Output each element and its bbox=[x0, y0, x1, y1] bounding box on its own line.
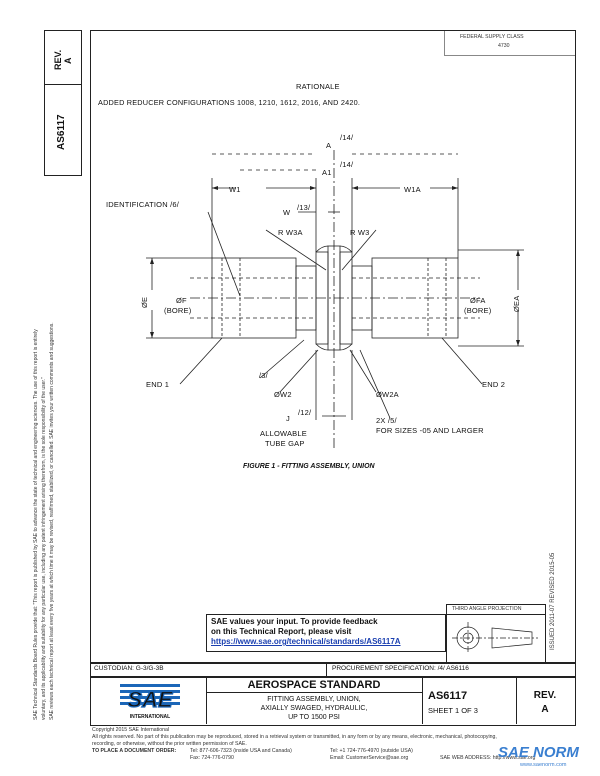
footer-tel-1: Tel: 877-606-7323 (inside USA and Canada… bbox=[190, 748, 292, 754]
dim-label-phi-w2a: ØW2A bbox=[376, 390, 399, 399]
end2-label: END 2 bbox=[482, 380, 506, 389]
projection-symbol bbox=[452, 622, 538, 654]
supply-class-line1: FEDERAL SUPPLY CLASS bbox=[460, 34, 524, 40]
margin-statement-2: voluntary, and its applicability and sui… bbox=[41, 377, 47, 720]
footer-web-address[interactable]: SAE WEB ADDRESS: http://www.sae.org bbox=[440, 755, 536, 761]
custodian-divider bbox=[326, 662, 327, 676]
title-block-divider-2 bbox=[422, 676, 423, 724]
custodian-text: CUSTODIAN: G-3/G-3B bbox=[94, 665, 164, 672]
dim-label-phi-fa: ØFA bbox=[470, 296, 486, 305]
fitting-assembly-drawing bbox=[146, 150, 524, 450]
rationale-title: RATIONALE bbox=[296, 82, 340, 91]
sae-logo: SAE INTERNATIONAL bbox=[120, 684, 180, 720]
footer-copyright: Copyright 2015 SAE International bbox=[92, 727, 169, 733]
note-2x-label: 2X /5/ bbox=[376, 416, 397, 425]
supply-class-line2: 4730 bbox=[498, 43, 510, 49]
radius-w3-label: R W3 bbox=[350, 228, 370, 237]
title-sheet: SHEET 1 OF 3 bbox=[428, 706, 478, 715]
figure-caption: FIGURE 1 - FITTING ASSEMBLY, UNION bbox=[243, 463, 375, 470]
margin-statement-3: SAE reviews each technical report at lea… bbox=[49, 322, 55, 720]
sae-logo-subtitle: INTERNATIONAL bbox=[130, 714, 170, 720]
footer-email[interactable]: Email: CustomerService@sae.org bbox=[330, 755, 409, 761]
title-rev-label: REV. bbox=[533, 690, 557, 701]
projection-box bbox=[446, 604, 546, 664]
drawing-frame bbox=[90, 30, 576, 664]
dim-label-phi-ea: ØEA bbox=[512, 295, 521, 312]
dim-label-w1: W1 bbox=[229, 185, 241, 194]
left-doc-number: AS6117 bbox=[56, 114, 67, 150]
sae-logo-text: SAE bbox=[127, 687, 174, 712]
left-rev-label: REV. bbox=[53, 49, 63, 70]
identification-note: IDENTIFICATION /6/ bbox=[106, 200, 180, 209]
bore-left-label: (BORE) bbox=[164, 306, 192, 315]
watermark-logo: SAE NORM bbox=[498, 744, 579, 761]
dim-note-w: /13/ bbox=[297, 203, 311, 212]
dim-label-phi-f: ØF bbox=[176, 296, 187, 305]
left-header-frame bbox=[44, 30, 82, 176]
dim-label-j: J bbox=[286, 414, 290, 423]
title-line3: UP TO 1500 PSI bbox=[288, 714, 340, 721]
dim-note-j: /12/ bbox=[298, 408, 312, 417]
left-rev-value: A bbox=[63, 57, 73, 65]
title-rev-value: A bbox=[541, 704, 549, 715]
tube-gap-label-2: TUBE GAP bbox=[265, 439, 305, 448]
footer-order-label: TO PLACE A DOCUMENT ORDER: bbox=[92, 748, 177, 754]
watermark-text: SAE NORM bbox=[498, 744, 579, 761]
dim-label-phi-w2: ØW2 bbox=[274, 390, 292, 399]
feedback-line2: on this Technical Report, please visit bbox=[211, 627, 352, 636]
feedback-link[interactable]: https://www.sae.org/technical/standards/… bbox=[211, 637, 401, 646]
title-heading: AEROSPACE STANDARD bbox=[247, 679, 381, 691]
custodian-row bbox=[90, 662, 576, 678]
title-doc-number: AS6117 bbox=[428, 690, 468, 702]
title-block bbox=[90, 676, 576, 726]
footer-rights-2: recording, or otherwise, without the pri… bbox=[92, 741, 247, 747]
title-block-divider-1 bbox=[206, 676, 207, 724]
title-line2: AXIALLY SWAGED, HYDRAULIC, bbox=[260, 705, 368, 712]
rationale-text: ADDED REDUCER CONFIGURATIONS 1008, 1210,… bbox=[98, 98, 361, 107]
dim-note-a: /14/ bbox=[340, 133, 354, 142]
tube-gap-label-1: ALLOWABLE bbox=[260, 429, 307, 438]
dim-label-w: W bbox=[283, 208, 291, 217]
bore-right-label: (BORE) bbox=[464, 306, 492, 315]
issue-date-stamp: ISSUED 2011-07 REVISED 2015-05 bbox=[550, 552, 556, 650]
margin-statement-1: SAE Technical Standards Board Rules prov… bbox=[33, 329, 39, 720]
note-3-label: /3/ bbox=[259, 371, 268, 380]
footer-fax: Fax: 724-776-0790 bbox=[190, 755, 234, 761]
dim-label-a1: A1 bbox=[322, 168, 332, 177]
note-sizes-label: FOR SIZES -05 AND LARGER bbox=[376, 426, 484, 435]
projection-divider bbox=[446, 614, 545, 615]
title-block-divider-3 bbox=[516, 676, 517, 724]
dim-label-w1a: W1A bbox=[404, 185, 421, 194]
title-heading-underline bbox=[206, 692, 422, 693]
dim-label-a: A bbox=[326, 141, 332, 150]
watermark-url: www.saenorm.com bbox=[520, 762, 567, 768]
left-header-divider bbox=[44, 84, 81, 85]
footer-rights-1: All rights reserved. No part of this pub… bbox=[92, 734, 497, 740]
feedback-line1: SAE values your input. To provide feedba… bbox=[211, 617, 378, 626]
footer-tel-2: Tel: +1 724-776-4970 (outside USA) bbox=[330, 748, 413, 754]
dim-note-a1: /14/ bbox=[340, 160, 354, 169]
procurement-spec: PROCUREMENT SPECIFICATION: /4/ AS6116 bbox=[332, 665, 469, 672]
radius-w3a-label: R W3A bbox=[278, 228, 303, 237]
title-line1: FITTING ASSEMBLY, UNION, bbox=[267, 696, 361, 703]
feedback-box bbox=[206, 614, 446, 652]
dim-label-phi-e: ØE bbox=[140, 296, 149, 308]
projection-label: THIRD ANGLE PROJECTION bbox=[452, 606, 522, 612]
end1-label: END 1 bbox=[146, 380, 170, 389]
